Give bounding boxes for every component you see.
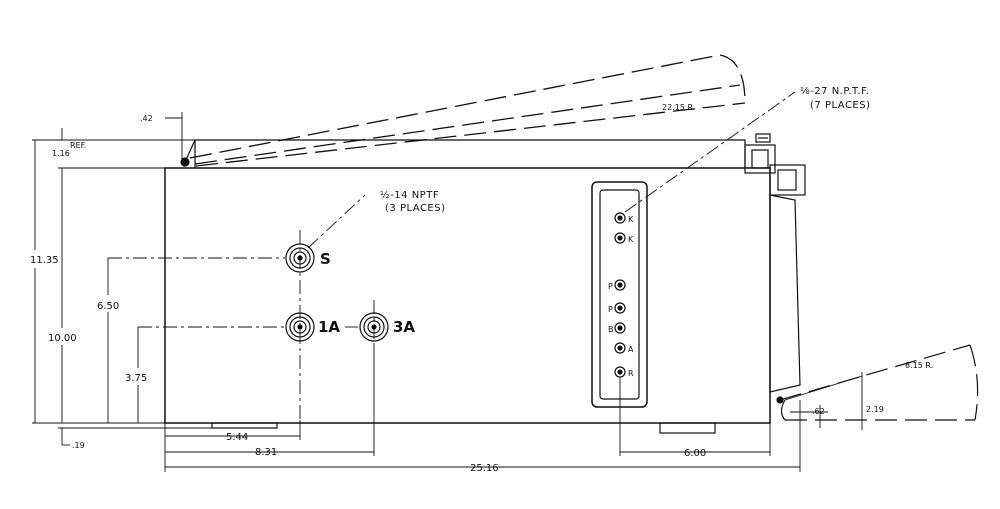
- dim-port-s-x: 5.44: [226, 432, 248, 443]
- panel-label-2: K: [628, 235, 634, 244]
- dim-lid-offset: .42: [140, 114, 153, 123]
- lid-offset-dimension: [165, 112, 183, 162]
- dim-overall-length: 25.16: [470, 463, 499, 474]
- control-panel: [591, 181, 648, 408]
- panel-fittings: [614, 212, 626, 378]
- panel-label-1: K: [628, 215, 634, 224]
- dim-port-1a-height: 3.75: [125, 373, 147, 384]
- port-leaders: [108, 91, 796, 420]
- pedal-open-outline: [779, 344, 979, 421]
- note-eighth-npt: ⅛-27 N.P.T.F.: [800, 86, 869, 97]
- panel-label-6: A: [628, 345, 634, 354]
- port-3a-label: 3A: [393, 318, 415, 336]
- pedal-pivot: [776, 396, 784, 404]
- pedal-dimension: [784, 372, 863, 430]
- dim-base-offset: .19: [72, 441, 85, 450]
- note-eighth-places: (7 PLACES): [810, 100, 871, 111]
- dim-lid-radius: 22.15 R.: [662, 103, 695, 112]
- dim-pedal-radius: 8.15 R.: [905, 361, 933, 370]
- panel-label-7: R: [628, 369, 634, 378]
- foot-left: [211, 422, 278, 429]
- bottom-dimension-lines: [164, 345, 801, 472]
- dim-ref-height: 1.16: [52, 149, 70, 158]
- panel-label-4: P: [608, 305, 613, 314]
- dim-overall-height: 11.35: [30, 255, 59, 266]
- dim-ref-label: REF.: [70, 141, 86, 150]
- panel-label-3: P: [608, 282, 613, 291]
- dim-body-height: 10.00: [48, 333, 77, 344]
- panel-label-5: B: [608, 325, 614, 334]
- housing-body: [164, 167, 771, 424]
- port-1a-label: 1A: [318, 318, 340, 336]
- note-half-npt: ½-14 NPTF: [380, 189, 439, 201]
- dim-port-3a-x: 8.31: [255, 447, 277, 458]
- dim-pedal-height: 2.19: [866, 405, 884, 414]
- dim-port-s-height: 6.50: [97, 301, 119, 312]
- left-dimension-lines: [32, 128, 212, 446]
- end-bracket: [744, 133, 806, 393]
- dim-pedal-offset: .62: [812, 407, 825, 416]
- note-half-places: (3 PLACES): [385, 203, 446, 214]
- port-s-label: S: [320, 250, 331, 268]
- dim-panel-width: 6.00: [684, 448, 706, 459]
- lid-open-outline: [189, 54, 746, 167]
- foot-right: [659, 422, 716, 434]
